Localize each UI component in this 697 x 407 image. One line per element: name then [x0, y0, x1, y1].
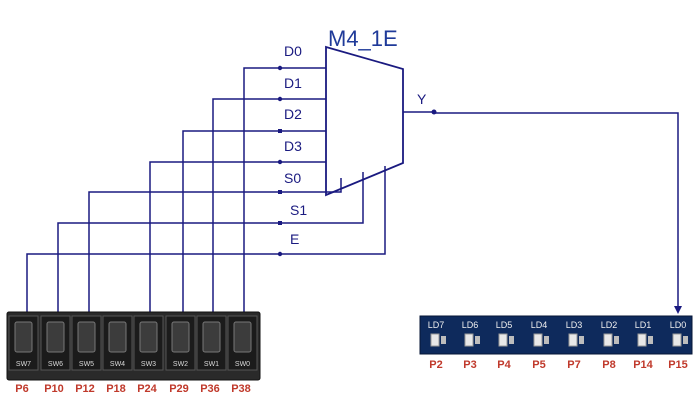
- select-label-s0: S0: [284, 170, 301, 186]
- led-pin-label: P2: [429, 359, 442, 371]
- led-resistor: [441, 336, 446, 344]
- switch-label: SW7: [16, 361, 31, 368]
- switch-label: SW0: [235, 361, 250, 368]
- output-label-y: Y: [417, 91, 427, 107]
- switch-label: SW4: [110, 361, 125, 368]
- switch-pin-label: P36: [200, 383, 220, 395]
- led-pin-label: P14: [633, 359, 653, 371]
- led-pin-label: P4: [497, 359, 511, 371]
- led-indicator: [672, 333, 682, 347]
- input-label-d3: D3: [284, 138, 302, 154]
- output-wire: [403, 109, 682, 314]
- led-resistor: [648, 336, 653, 344]
- led-pin-label: P7: [567, 359, 580, 371]
- component-title: M4_1E: [328, 26, 398, 51]
- switch-knob[interactable]: [202, 321, 221, 353]
- mux-body: [325, 45, 404, 197]
- led-indicator: [498, 333, 508, 347]
- led-pin-label: P5: [532, 359, 545, 371]
- switch-pin-label: P6: [15, 383, 28, 395]
- input-label-d2: D2: [284, 106, 302, 122]
- led-pin-label: P15: [668, 359, 688, 371]
- input-label-d1: D1: [284, 75, 302, 91]
- switch-label: SW2: [173, 361, 188, 368]
- led-resistor: [614, 336, 619, 344]
- led-label: LD0: [670, 320, 687, 330]
- led-label: LD3: [566, 320, 583, 330]
- switch-pin-label: P10: [44, 383, 64, 395]
- input-label-d0: D0: [284, 43, 302, 59]
- led-indicator: [533, 333, 543, 347]
- led-label: LD7: [428, 320, 445, 330]
- switch-knob[interactable]: [77, 321, 96, 353]
- led-indicator: [603, 333, 613, 347]
- switch-pin-label: P18: [106, 383, 126, 395]
- switch-label: SW6: [48, 361, 63, 368]
- switch-pin-label: P38: [231, 383, 251, 395]
- input-wires: [26, 65, 386, 318]
- enable-label-e: E: [290, 231, 299, 247]
- select-label-s1: S1: [290, 202, 307, 218]
- led-resistor: [579, 336, 584, 344]
- led-resistor: [475, 336, 480, 344]
- led-resistor: [683, 336, 688, 344]
- switch-knob[interactable]: [139, 321, 158, 353]
- led-label: LD6: [462, 320, 479, 330]
- switch-label: SW3: [141, 361, 156, 368]
- switch-knob[interactable]: [171, 321, 190, 353]
- led-indicator: [430, 333, 440, 347]
- switch-pin-label: P24: [137, 383, 157, 395]
- led-indicator: [464, 333, 474, 347]
- led-label: LD5: [496, 320, 513, 330]
- switch-bank: SW7P6SW6P10SW5P12SW4P18SW3P24SW2P29SW1P3…: [6, 311, 261, 395]
- led-pin-label: P3: [463, 359, 476, 371]
- switch-knob[interactable]: [233, 321, 252, 353]
- led-pin-label: P8: [602, 359, 615, 371]
- switch-knob[interactable]: [46, 321, 65, 353]
- led-resistor: [509, 336, 514, 344]
- switch-label: SW5: [79, 361, 94, 368]
- switch-knob[interactable]: [14, 321, 33, 353]
- led-indicator: [568, 333, 578, 347]
- led-indicator: [637, 333, 647, 347]
- switch-label: SW1: [204, 361, 219, 368]
- led-label: LD4: [531, 320, 548, 330]
- switch-pin-label: P29: [169, 383, 189, 395]
- led-label: LD1: [635, 320, 652, 330]
- led-resistor: [544, 336, 549, 344]
- switch-knob[interactable]: [108, 321, 127, 353]
- switch-pin-label: P12: [75, 383, 95, 395]
- led-label: LD2: [601, 320, 618, 330]
